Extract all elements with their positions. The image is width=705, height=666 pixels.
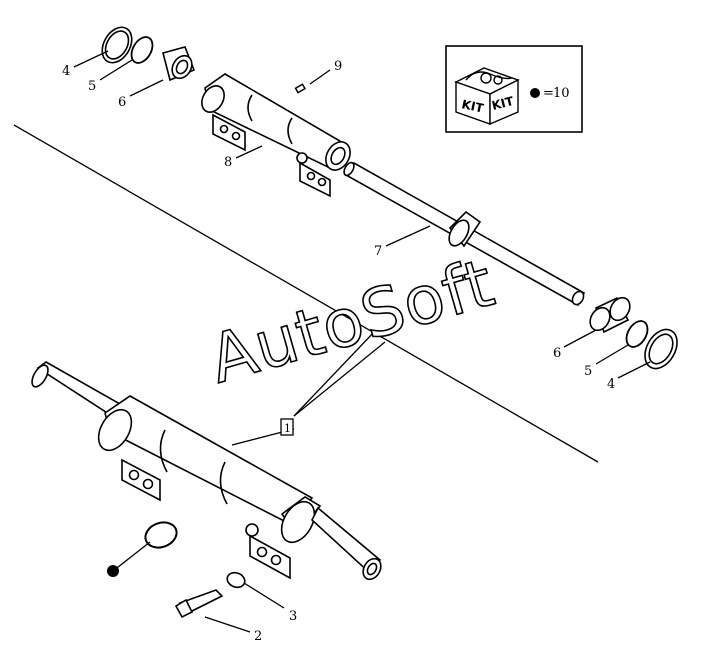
kit-equals: = (543, 86, 554, 101)
o-ring-bottom (625, 320, 649, 348)
snap-ring-top (101, 26, 133, 64)
kit-badge-right: KIT (490, 94, 515, 113)
part-number-2: 2 (254, 629, 262, 644)
part-number-5-top: 5 (88, 79, 96, 94)
bolt (174, 589, 224, 619)
part-number-3: 3 (289, 609, 297, 624)
part-number-4-top: 4 (62, 64, 70, 79)
piston-rod (343, 161, 586, 307)
kit-icon (454, 67, 520, 126)
callout-box-label: 1 (284, 422, 291, 435)
part-number-8: 8 (224, 155, 232, 170)
upper-cylinder-body (201, 73, 351, 198)
kit-ref-number: 10 (553, 86, 570, 101)
part-number-9: 9 (334, 59, 342, 74)
part-number-6-bottom: 6 (553, 346, 561, 361)
bushing-bottom (589, 296, 631, 334)
bushing-top (162, 46, 196, 82)
part-number-5-bottom: 5 (584, 364, 592, 379)
kit-bullet-icon (530, 88, 540, 98)
o-ring-top (130, 36, 154, 64)
watermark: AutoSoft (201, 244, 502, 398)
o-ring-lower (144, 521, 178, 549)
snap-ring-bottom (644, 328, 678, 370)
kit-box: KIT KIT = 10 (445, 45, 583, 133)
grease-fitting (294, 83, 306, 94)
axis-line (13, 124, 599, 463)
leader-lines (73, 50, 651, 633)
part-number-6-top: 6 (118, 95, 126, 110)
lower-cylinder-assembly (31, 361, 382, 581)
callout-box (280, 418, 294, 436)
part-number-7: 7 (374, 244, 382, 259)
washer (226, 571, 246, 589)
part-number-4-bottom: 4 (607, 377, 615, 392)
kit-badge-left: KIT (460, 97, 485, 115)
